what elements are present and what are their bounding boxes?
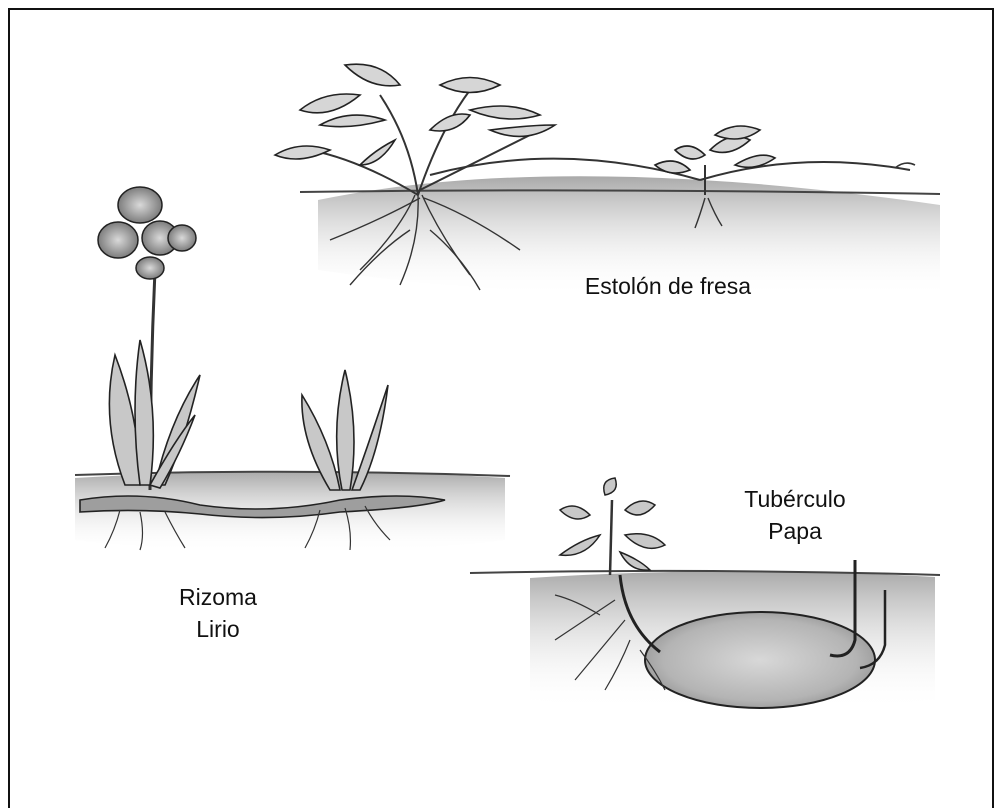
- tuber: [645, 612, 875, 708]
- rhizome-label: Rizoma: [168, 583, 268, 611]
- potato-tuber-drawing: [470, 478, 940, 710]
- potato-label: Papa: [725, 517, 865, 545]
- strawberry-stolon-drawing: [275, 64, 940, 297]
- iris-flower: [98, 187, 196, 279]
- tuber-label: Tubérculo: [725, 485, 865, 513]
- strawberry-stolon-label: Estolón de fresa: [548, 272, 788, 300]
- lily-label: Lirio: [168, 615, 268, 643]
- strawberry-leaves: [275, 64, 775, 173]
